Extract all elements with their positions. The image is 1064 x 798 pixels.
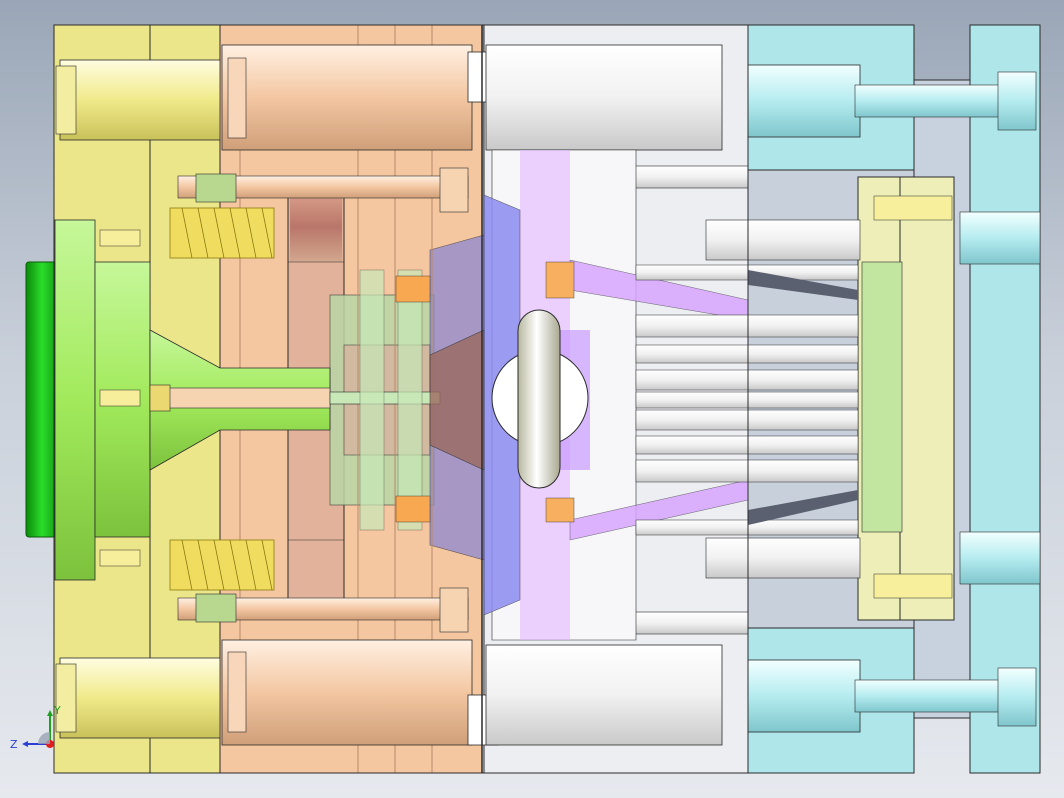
coordinate-triad: Z Y [8, 700, 68, 760]
molded-part[interactable] [429, 309, 589, 489]
locating-ring[interactable] [25, 261, 59, 538]
ejector-plate[interactable] [857, 176, 955, 621]
sprue-bushing[interactable] [54, 219, 331, 581]
return-pin-top [177, 165, 749, 213]
assembly-outline [53, 24, 749, 774]
triad-y-label: Y [53, 704, 61, 717]
spring-bottom [169, 539, 275, 591]
guide-pillar-top [55, 44, 1037, 151]
core-pins [635, 195, 1041, 599]
triad-x-label: Z [10, 738, 18, 751]
runner-system [329, 269, 441, 531]
spring-top [169, 207, 275, 259]
return-pin-bottom [177, 587, 749, 635]
guide-pillar-bottom [55, 639, 1037, 746]
view-orientation-icon [38, 732, 50, 744]
